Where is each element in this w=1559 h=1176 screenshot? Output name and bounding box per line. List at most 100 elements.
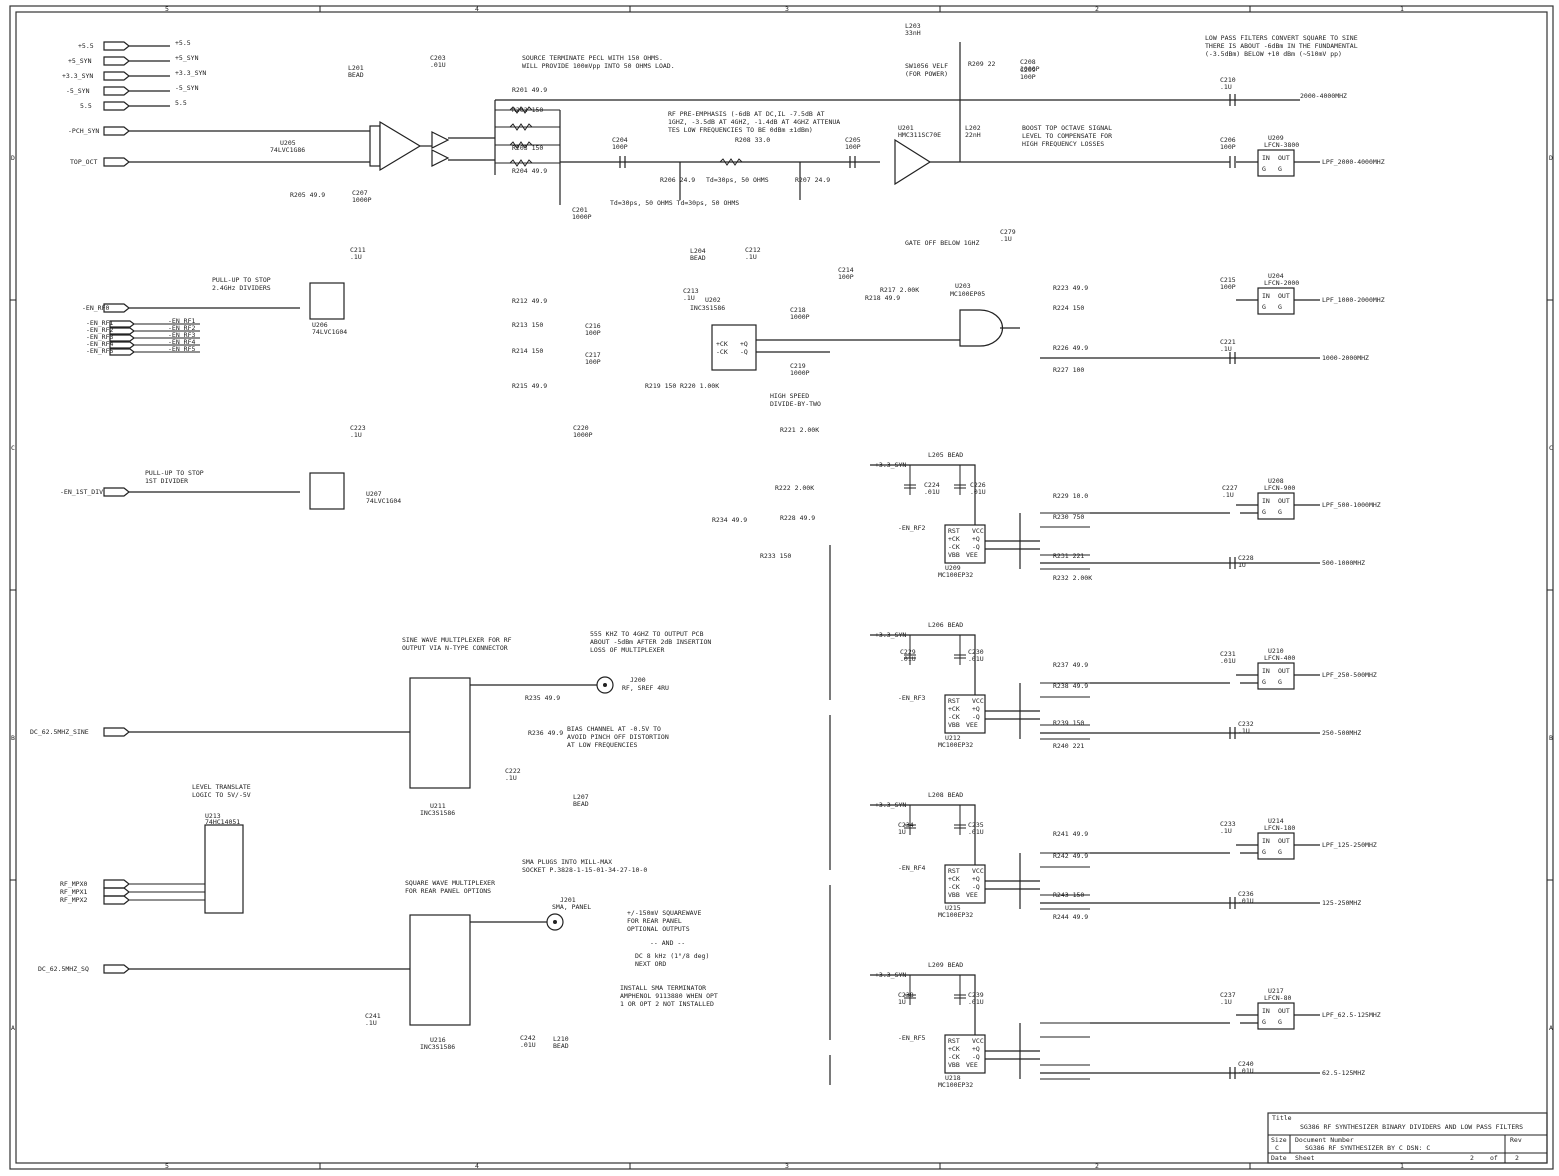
capacitor[interactable]: C222.1U xyxy=(505,767,521,782)
divider-block[interactable]: RST+CK-CKVBBVCC+Q-QVEEU212MC100EP32-EN_R… xyxy=(829,621,1258,870)
resistor[interactable]: R238 49.9 xyxy=(1053,682,1088,690)
resistor[interactable]: R205 49.9 xyxy=(290,191,325,199)
supply-port[interactable]: +5_SYN +5_SYN xyxy=(68,54,199,66)
capacitor[interactable]: C211.1U xyxy=(350,246,366,261)
capacitor[interactable]: C237.1U xyxy=(1220,991,1236,1006)
capacitor[interactable]: C212.1U xyxy=(745,246,761,261)
resistor[interactable]: R215 49.9 xyxy=(512,382,547,390)
resistor[interactable]: R218 49.9 xyxy=(865,294,900,302)
resistor[interactable]: R229 10.0 xyxy=(1053,492,1088,500)
input-port-pll-sync[interactable]: -PCH_SYN xyxy=(68,126,370,136)
input-port-rf-mpx[interactable]: RF_MPX0 RF_MPX1 RF_MPX2 xyxy=(60,879,205,905)
resistor[interactable]: R230 750 xyxy=(1053,513,1084,521)
resistor[interactable]: R235 49.9 xyxy=(525,694,560,702)
resistor[interactable]: R221 2.00K xyxy=(780,426,819,434)
resistor[interactable]: R241 49.9 xyxy=(1053,830,1088,838)
divider-block[interactable]: RST+CK-CKVBBVCC+Q-QVEEU218MC100EP32-EN_R… xyxy=(829,961,1258,1089)
direct-output[interactable]: 62.5-125MHZ xyxy=(1040,1067,1365,1079)
capacitor[interactable]: C231.01U xyxy=(1220,650,1236,665)
input-port-dc-sq[interactable]: DC_62.5MHZ_SQ xyxy=(38,964,410,974)
capacitor[interactable]: C203.01U xyxy=(430,54,446,69)
connector-j200[interactable]: J200 RF, SREF 4RU xyxy=(470,676,669,694)
connector-j201[interactable]: J201 SMA, PANEL xyxy=(470,896,591,931)
capacitor[interactable]: C236.01U xyxy=(1238,890,1254,905)
resistor[interactable]: R206 24.9 xyxy=(660,176,695,184)
capacitor[interactable]: C227.1U xyxy=(1222,484,1238,499)
resistor[interactable]: R236 49.9 xyxy=(528,729,563,737)
mux-u216[interactable]: U216 INC3S1586 xyxy=(409,914,471,1051)
input-port-en-rf0[interactable]: -EN_RF0 xyxy=(82,303,300,313)
capacitor[interactable]: C213.1U xyxy=(683,287,699,302)
resistor[interactable]: R214 150 xyxy=(512,347,543,355)
supply-port[interactable]: 5.5 5.5 xyxy=(80,99,187,111)
capacitor[interactable]: C230.01U xyxy=(968,648,984,663)
resistor[interactable]: R224 150 xyxy=(1053,304,1084,312)
direct-output[interactable]: 125-250MHZ xyxy=(1040,897,1361,909)
resistor[interactable]: R212 49.9 xyxy=(512,297,547,305)
pre-emphasis-chain[interactable] xyxy=(619,156,880,200)
capacitor[interactable]: C279.1U xyxy=(1000,228,1016,243)
direct-output[interactable]: 1000-2000MHZ xyxy=(1040,352,1369,364)
resistor[interactable]: R227 100 xyxy=(1053,366,1084,374)
gate-u207[interactable]: U207 74LVC1G04 xyxy=(309,472,401,510)
resistor[interactable]: R219 150 xyxy=(645,382,676,390)
input-port-dc-sine[interactable]: DC_62.5MHZ_SINE xyxy=(30,727,410,737)
resistor[interactable]: R208 33.0 xyxy=(735,136,770,144)
input-port-en-1st-div[interactable]: -EN_1ST_DIV xyxy=(60,487,300,497)
resistor[interactable]: R231 221 xyxy=(1053,552,1084,560)
divider-u202[interactable]: U202 INC3S1586 +CK -CK +Q -Q xyxy=(690,296,830,371)
supply-port[interactable]: +5.5 +5.5 xyxy=(78,39,191,51)
capacitor[interactable]: C240.01U xyxy=(1238,1060,1254,1075)
mux-u211[interactable]: U211 INC3S1586 xyxy=(409,677,471,817)
capacitor[interactable]: C221.1U xyxy=(1220,338,1236,353)
divider-block[interactable]: RST+CK-CKVBBVCC+Q-QVEEU209MC100EP32-EN_R… xyxy=(829,451,1258,700)
resistor[interactable]: R223 49.9 xyxy=(1053,284,1088,292)
capacitor[interactable]: C239.01U xyxy=(968,991,984,1006)
capacitor[interactable]: C242.01U xyxy=(520,1034,536,1049)
pecl-buffer[interactable]: 2000-4000MHZ xyxy=(431,92,1347,175)
resistor[interactable]: R232 2.00K xyxy=(1053,574,1092,582)
resistor[interactable]: R234 49.9 xyxy=(712,516,747,524)
capacitor[interactable]: C224.01U xyxy=(924,481,940,496)
resistor[interactable]: R242 49.9 xyxy=(1053,852,1088,860)
supply-port[interactable]: +3.3_SYN +3.3_SYN xyxy=(62,69,206,81)
capacitor[interactable]: C226.01U xyxy=(970,481,986,496)
resistor[interactable]: R213 150 xyxy=(512,321,543,329)
capacitor[interactable]: C229.01U xyxy=(900,648,916,663)
direct-output[interactable]: 250-500MHZ xyxy=(1040,727,1361,739)
resistor[interactable]: R222 2.00K xyxy=(775,484,814,492)
resistor[interactable]: R244 49.9 xyxy=(1053,913,1088,921)
resistor[interactable]: R239 150 xyxy=(1053,719,1084,727)
resistor[interactable]: R204 49.9 xyxy=(512,167,547,175)
direct-output[interactable]: 500-1000MHZ xyxy=(1040,557,1365,569)
gate-u203[interactable]: U203 MC100EP05 xyxy=(830,282,1020,347)
resistor-net-source-term[interactable] xyxy=(495,106,620,205)
resistor[interactable]: R201 49.9 xyxy=(512,86,547,94)
supply-port[interactable]: -5_SYN -5_SYN xyxy=(66,84,199,96)
resistor[interactable]: R228 49.9 xyxy=(780,514,815,522)
resistor[interactable]: R226 49.9 xyxy=(1053,344,1088,352)
